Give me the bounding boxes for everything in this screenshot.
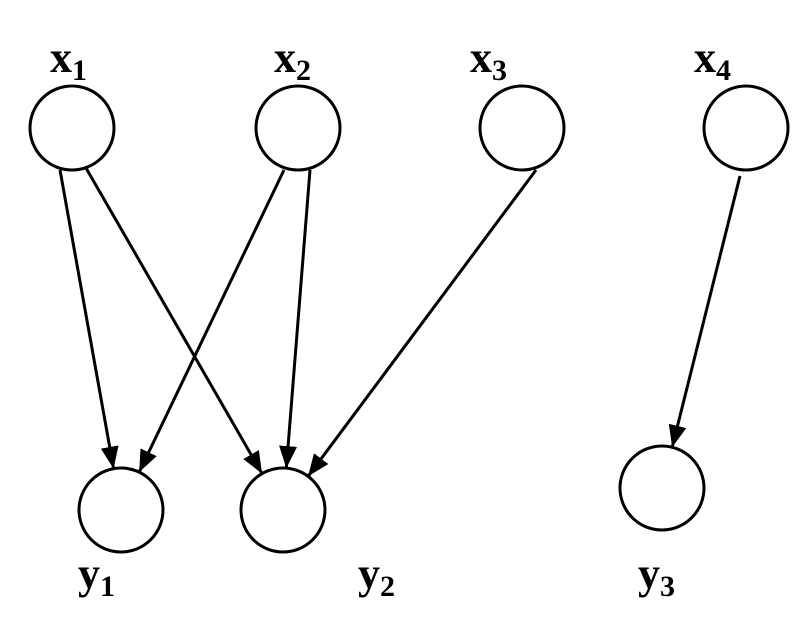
node-label-y2: y2	[358, 549, 395, 604]
nodes	[28, 84, 790, 554]
node-letter: x	[694, 33, 716, 82]
node-letter: x	[470, 33, 492, 82]
node-x2	[254, 84, 342, 172]
node-index: 2	[296, 54, 311, 87]
node-index: 3	[492, 54, 507, 87]
edge-x3-y2	[306, 169, 538, 478]
node-label-x1: x1	[50, 33, 87, 88]
node-label-x2: x2	[274, 33, 311, 88]
node-label-x3: x3	[470, 33, 507, 88]
node-label-y1: y1	[78, 549, 115, 604]
node-x4	[702, 84, 790, 172]
edge-x2-y2	[279, 169, 312, 469]
node-letter: y	[78, 549, 100, 598]
node-letter: x	[274, 33, 296, 82]
edge-x2-y1	[137, 169, 286, 473]
node-x1	[28, 84, 116, 172]
node-letter: x	[50, 33, 72, 82]
node-y3	[618, 444, 706, 532]
node-y1	[77, 466, 165, 554]
node-letter: y	[638, 549, 660, 598]
edge-x4-y3	[668, 175, 742, 448]
node-label-x4: x4	[694, 33, 731, 88]
node-label-y3: y3	[638, 549, 675, 604]
node-index: 2	[380, 570, 395, 603]
node-letter: y	[358, 549, 380, 598]
edge-x1-y1	[58, 169, 119, 469]
node-index: 1	[72, 54, 87, 87]
node-index: 4	[716, 54, 731, 87]
node-x3	[478, 84, 566, 172]
node-y2	[239, 466, 327, 554]
node-index: 1	[100, 570, 115, 603]
node-index: 3	[660, 570, 675, 603]
edge-x1-y2	[84, 167, 264, 475]
edges	[58, 167, 742, 478]
